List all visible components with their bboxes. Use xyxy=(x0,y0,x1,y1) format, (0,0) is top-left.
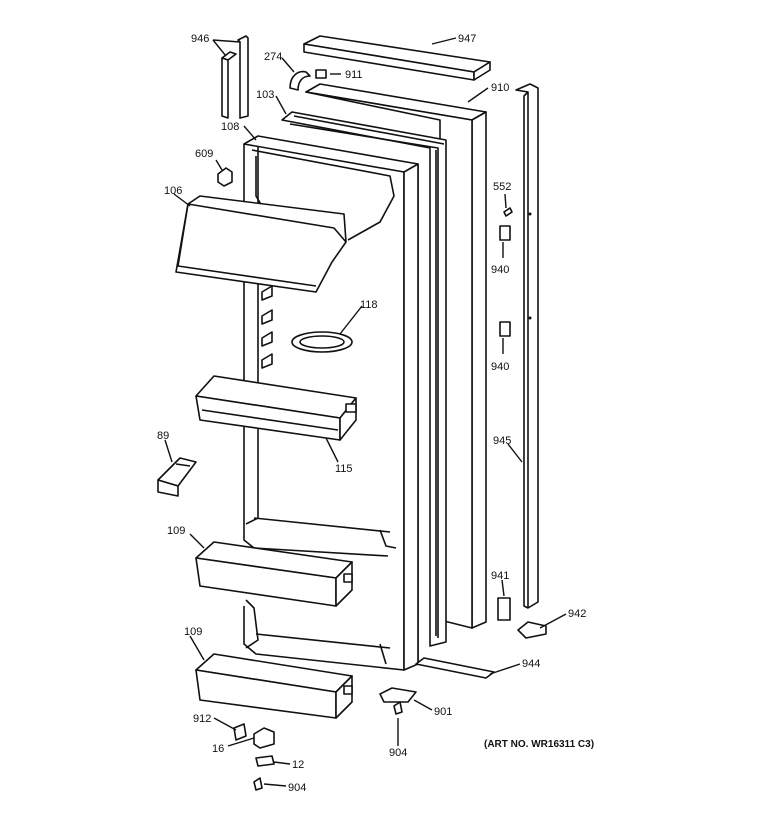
label-901: 901 xyxy=(434,706,452,718)
part-947-top-cap xyxy=(303,35,491,81)
label-947: 947 xyxy=(458,33,476,45)
part-904-screw-bottom xyxy=(253,777,263,791)
label-945: 945 xyxy=(493,435,511,447)
shelf-supports xyxy=(261,285,273,369)
label-904-right: 904 xyxy=(389,747,407,759)
label-106: 106 xyxy=(164,185,182,197)
part-109-door-bin-lower xyxy=(195,653,353,719)
label-941: 941 xyxy=(491,570,509,582)
label-118: 118 xyxy=(360,299,378,311)
label-912: 912 xyxy=(193,713,211,725)
part-945-side-trim xyxy=(515,83,539,609)
part-609-clip xyxy=(217,167,233,187)
label-115: 115 xyxy=(335,463,353,475)
part-946-trim-strip xyxy=(221,35,249,119)
part-942-hinge xyxy=(517,621,547,639)
label-904-bottom: 904 xyxy=(288,782,306,794)
part-16-hinge-bracket xyxy=(253,727,275,749)
label-910: 910 xyxy=(491,82,509,94)
label-942: 942 xyxy=(568,608,586,620)
label-109-lower: 109 xyxy=(184,626,202,638)
part-912-cap xyxy=(233,723,247,741)
label-940-lower: 940 xyxy=(491,361,509,373)
leader-lines xyxy=(164,37,567,787)
label-911: 911 xyxy=(345,69,363,81)
part-115-shelf-bin xyxy=(195,375,357,441)
label-12: 12 xyxy=(292,759,304,771)
part-911-bushing xyxy=(315,69,327,79)
label-940-upper: 940 xyxy=(491,264,509,276)
label-944: 944 xyxy=(522,658,540,670)
label-16: 16 xyxy=(212,743,224,755)
label-109-upper: 109 xyxy=(167,525,185,537)
part-940-hinge-lower xyxy=(499,321,511,337)
part-274-hinge xyxy=(289,70,311,91)
part-12-washer xyxy=(255,755,275,767)
label-274: 274 xyxy=(264,51,282,63)
part-106-dairy-door xyxy=(175,195,347,293)
part-552-screw xyxy=(503,207,513,217)
part-944-bottom-strip xyxy=(415,657,495,679)
part-941-bracket xyxy=(497,597,511,621)
part-118-handle-ring xyxy=(291,331,353,353)
part-109-door-bin-upper xyxy=(195,541,353,607)
part-901-cover xyxy=(379,687,417,703)
part-940-hinge-upper xyxy=(499,225,511,241)
label-103: 103 xyxy=(256,89,274,101)
art-number: (ART NO. WR16311 C3) xyxy=(484,739,594,750)
label-108: 108 xyxy=(221,121,239,133)
part-89-bracket xyxy=(157,457,197,497)
part-103-gasket xyxy=(281,111,447,647)
label-552: 552 xyxy=(493,181,511,193)
part-910-outer-door xyxy=(305,83,487,629)
label-609: 609 xyxy=(195,148,213,160)
label-89: 89 xyxy=(157,430,169,442)
label-946: 946 xyxy=(191,33,209,45)
part-labels: 946 947 274 911 103 910 108 609 106 552 … xyxy=(157,33,594,794)
part-904-screw-right xyxy=(393,701,403,715)
